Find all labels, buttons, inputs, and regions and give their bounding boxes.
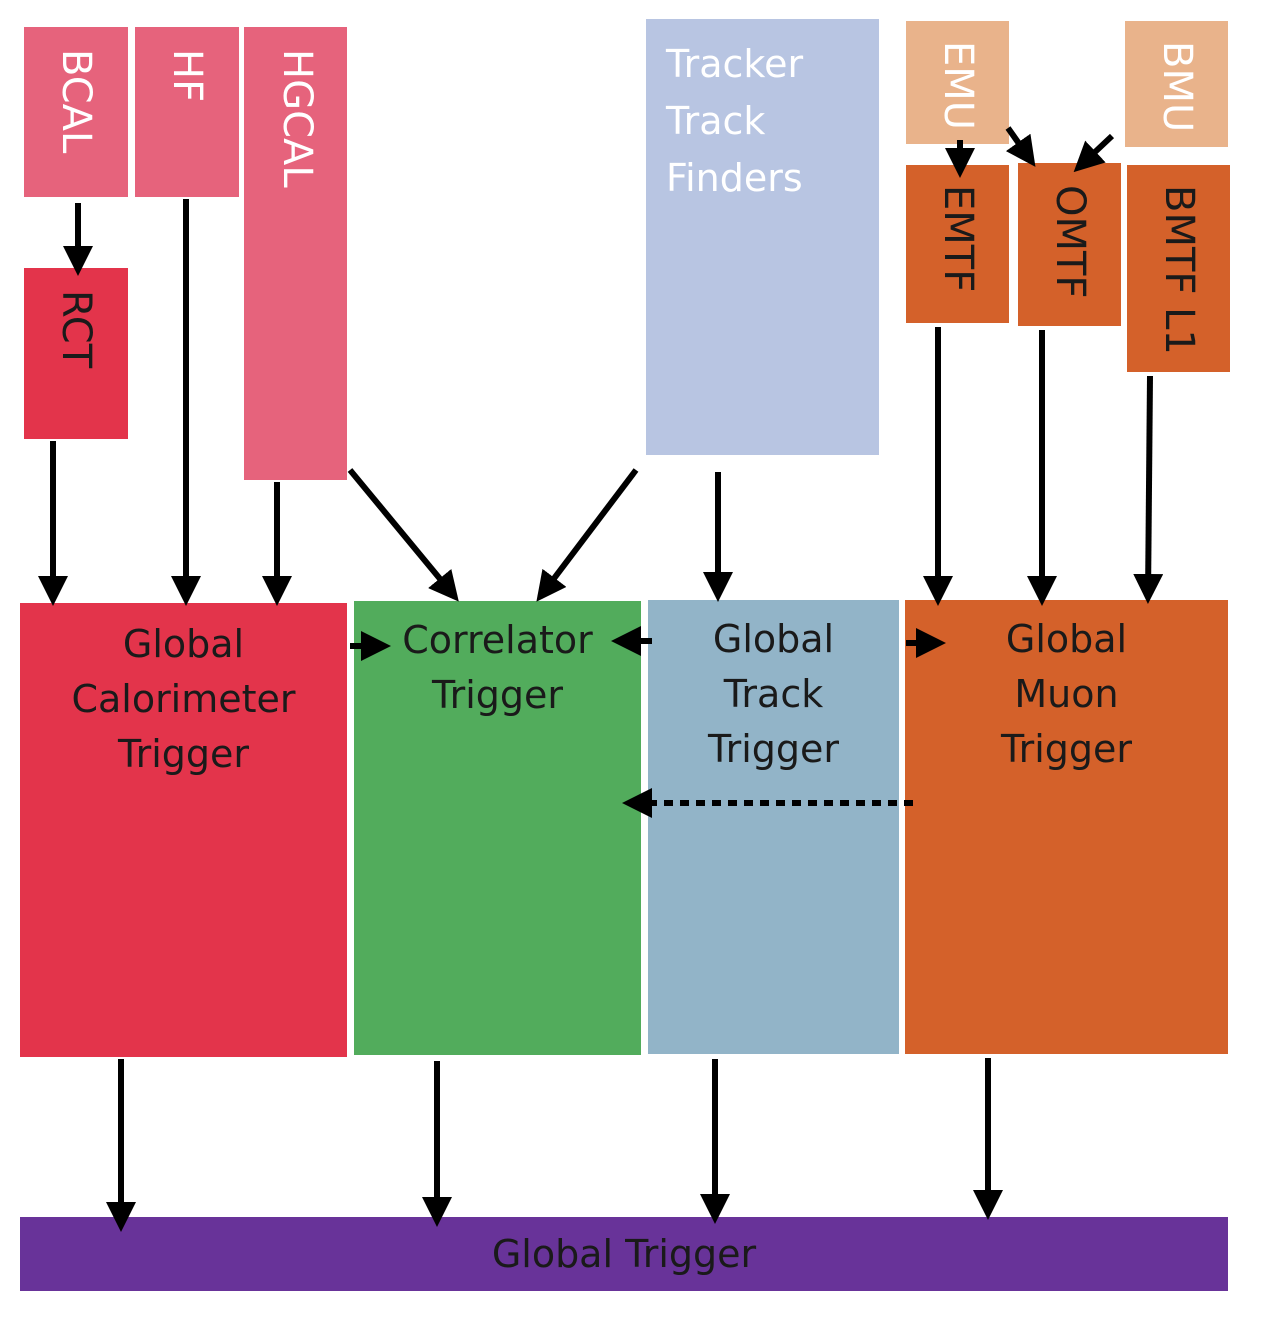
gtt-line-3: Trigger (707, 727, 840, 771)
emtf-box: EMTF (906, 165, 1009, 323)
arrow-hgcal-to-correlator (347, 468, 459, 602)
global-track-trigger-box: Global Track Trigger (648, 600, 899, 1054)
gtt-line-1: Global (712, 617, 835, 661)
global-calorimeter-trigger-box: Global Calorimeter Trigger (20, 603, 347, 1057)
bmu-box: BMU (1125, 21, 1228, 147)
gct-line-1: Global (122, 622, 245, 666)
tracker-label: Tracker Track Finders (666, 36, 803, 207)
omtf-box: OMTF (1018, 163, 1121, 326)
ct-line-1: Correlator (402, 618, 593, 662)
gmt-line-2: Muon (1014, 672, 1119, 716)
gmt-line-3: Trigger (1000, 727, 1133, 771)
emtf-label: EMTF (935, 185, 981, 293)
correlator-trigger-label: Correlator Trigger (354, 613, 641, 723)
global-trigger-bar: Global Trigger (20, 1217, 1228, 1291)
global-trigger-label: Global Trigger (491, 1232, 757, 1276)
bmtf-box: BMTF L1 (1127, 165, 1230, 372)
hgcal-label: HGCAL (274, 49, 320, 188)
global-track-trigger-label: Global Track Trigger (648, 612, 899, 777)
emu-box: EMU (906, 21, 1009, 144)
tracker-label-line-1: Tracker (666, 42, 804, 86)
tracker-label-line-2: Track (666, 99, 766, 143)
gct-line-2: Calorimeter (71, 677, 296, 721)
bcal-label: BCAL (53, 49, 99, 154)
gmt-line-1: Global (1005, 617, 1128, 661)
tracker-track-finders-box: Tracker Track Finders (646, 19, 879, 455)
rct-label: RCT (53, 290, 99, 369)
correlator-trigger-box: Correlator Trigger (354, 601, 641, 1055)
gtt-line-2: Track (723, 672, 824, 716)
emu-label: EMU (935, 41, 981, 131)
bmu-label: BMU (1154, 41, 1200, 133)
omtf-label: OMTF (1047, 185, 1093, 299)
ct-line-2: Trigger (431, 673, 564, 717)
arrow-emu-to-omtf (1005, 126, 1036, 167)
hf-label: HF (164, 49, 210, 103)
global-calorimeter-trigger-label: Global Calorimeter Trigger (20, 617, 347, 782)
bcal-box: BCAL (24, 27, 128, 197)
hgcal-box: HGCAL (244, 27, 347, 480)
arrow-tracker-to-correlator (536, 468, 639, 602)
tracker-label-line-3: Finders (666, 156, 803, 200)
hf-box: HF (135, 27, 239, 197)
arrow-bmtf-to-gmt (1133, 375, 1164, 604)
rct-box: RCT (24, 268, 128, 439)
gct-line-3: Trigger (117, 732, 250, 776)
arrow-bmu-to-omtf (1073, 133, 1115, 173)
global-muon-trigger-label: Global Muon Trigger (905, 612, 1228, 777)
bmtf-label: BMTF L1 (1156, 185, 1202, 355)
global-muon-trigger-box: Global Muon Trigger (905, 600, 1228, 1054)
